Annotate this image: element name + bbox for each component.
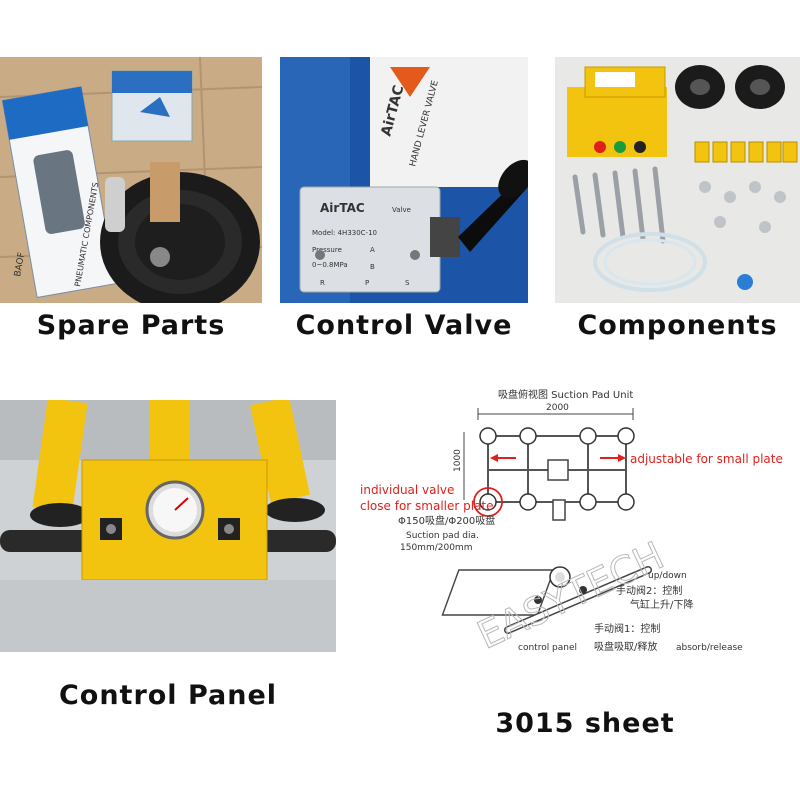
- updown-label: up/down: [648, 571, 687, 581]
- valve1-cn-2: 吸盘吸取/释放: [594, 640, 657, 653]
- plate-model-text: Model: 4H330C-10: [312, 229, 377, 237]
- adjustable-note: adjustable for small plate: [630, 452, 783, 466]
- plate-brand-text: AirTAC: [320, 201, 365, 215]
- caption-control-valve: Control Valve: [295, 310, 513, 341]
- control-panel-photo: [0, 400, 336, 652]
- suction-unit-diagram: 吸盘俯视图 Suction Pad Unit 2000 1000: [348, 380, 800, 670]
- plate-port-s: S: [405, 279, 410, 287]
- control-panel-illustration: [0, 400, 336, 652]
- box-brand-text: BAOF: [13, 252, 27, 278]
- plate-port-a: A: [370, 246, 375, 254]
- components-illustration: [555, 57, 800, 303]
- caption-3015-sheet: 3015 sheet: [495, 708, 675, 739]
- control-panel-label: control panel: [518, 643, 577, 653]
- control-valve-illustration: AirTAC HAND LEVER VALVE AirTAC Valve Mod…: [280, 57, 528, 303]
- valve2-cn-2: 气缸上升/下降: [630, 598, 693, 611]
- width-dimension: 2000: [546, 403, 569, 413]
- suction-unit-drawing: 吸盘俯视图 Suction Pad Unit 2000 1000: [348, 380, 800, 670]
- absorb-label: absorb/release: [676, 643, 743, 653]
- components-photo: [555, 57, 800, 303]
- valve-note-2: close for smaller plate: [360, 499, 494, 513]
- valve-note-1: individual valve: [360, 483, 454, 497]
- spare-parts-photo: BAOF PNEUMATIC COMPONENTS: [0, 57, 262, 303]
- caption-spare-parts: Spare Parts: [36, 310, 226, 341]
- caption-components: Components: [577, 310, 778, 341]
- pad-dia-value: 150mm/200mm: [400, 543, 472, 553]
- pad-size-cn: Φ150吸盘/Φ200吸盘: [398, 514, 495, 527]
- plate-range-text: 0~0.8MPa: [312, 261, 348, 269]
- pad-dia-label: Suction pad dia.: [406, 531, 479, 541]
- control-valve-photo: AirTAC HAND LEVER VALVE AirTAC Valve Mod…: [280, 57, 528, 303]
- adjustable-note-line: adjustable for small plate: [630, 452, 783, 466]
- plate-valve-text: Valve: [392, 206, 411, 214]
- spare-parts-illustration: BAOF PNEUMATIC COMPONENTS: [0, 57, 262, 303]
- plate-port-r: R: [320, 279, 325, 287]
- plate-port-b: B: [370, 263, 375, 271]
- valve1-cn-1: 手动阀1：控制: [594, 622, 660, 635]
- caption-control-panel: Control Panel: [58, 680, 278, 711]
- diagram-title: 吸盘俯视图 Suction Pad Unit: [498, 388, 633, 401]
- plate-port-p: P: [365, 279, 369, 287]
- valve2-cn-1: 手动阀2：控制: [616, 584, 682, 597]
- plate-pressure-text: Pressure: [312, 246, 342, 254]
- height-dimension: 1000: [453, 449, 463, 472]
